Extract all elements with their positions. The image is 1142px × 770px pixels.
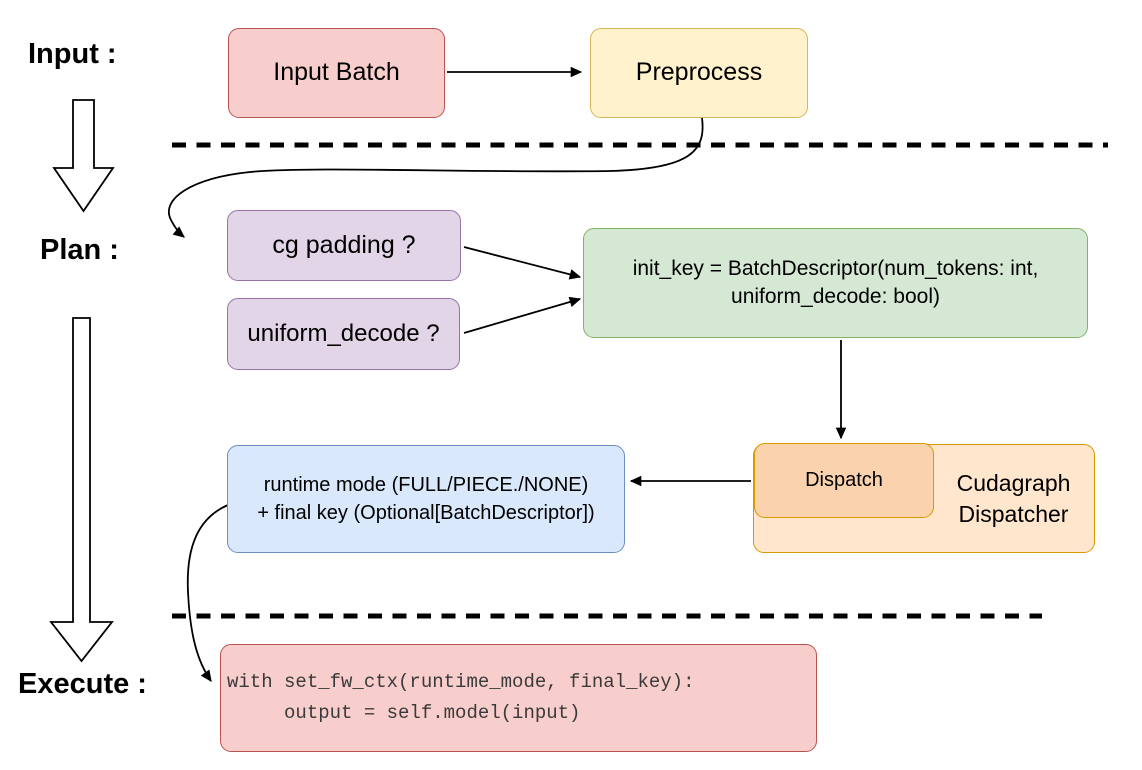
arrow-runtimemode-to-execute	[186, 502, 234, 682]
stage-label-plan: Plan :	[40, 234, 119, 266]
node-runtime-mode: runtime mode (FULL/PIECE./NONE) + final …	[227, 445, 625, 553]
node-preprocess-label: Preprocess	[635, 58, 763, 87]
execute-code-line1: with set_fw_ctx(runtime_mode, final_key)…	[227, 671, 695, 693]
stage-arrow-plan-to-execute-icon	[49, 317, 114, 663]
execute-code-line2: output = self.model(input)	[227, 702, 581, 724]
node-dispatch: Dispatch	[754, 443, 934, 518]
node-dispatch-label: Dispatch	[805, 469, 883, 491]
node-init-key-line1: init_key = BatchDescriptor(num_tokens: i…	[632, 257, 1039, 280]
node-cudagraph-dispatcher-label: Cudagraph Dispatcher	[956, 469, 1071, 527]
node-execute-code: with set_fw_ctx(runtime_mode, final_key)…	[220, 644, 817, 752]
node-cg-padding: cg padding ?	[227, 210, 461, 281]
node-preprocess: Preprocess	[590, 28, 808, 118]
node-init-key-line2: uniform_decode: bool)	[731, 285, 940, 308]
node-input-batch-label: Input Batch	[273, 58, 400, 87]
stage-arrow-input-to-plan-icon	[52, 99, 115, 213]
arrow-preprocess-to-cgpadding	[168, 117, 704, 238]
node-runtime-mode-line1: runtime mode (FULL/PIECE./NONE)	[263, 474, 589, 496]
node-input-batch: Input Batch	[228, 28, 445, 118]
node-uniform-decode: uniform_decode ?	[227, 298, 460, 370]
stage-label-input: Input :	[28, 38, 117, 70]
arrow-cgpadding-to-initkey	[463, 246, 582, 280]
node-uniform-decode-label: uniform_decode ?	[247, 320, 440, 347]
node-runtime-mode-line2: + final key (Optional[BatchDescriptor])	[257, 502, 595, 524]
stage-label-execute: Execute :	[18, 668, 147, 700]
arrow-uniformdecode-to-initkey	[463, 296, 582, 334]
node-cg-padding-label: cg padding ?	[272, 230, 416, 259]
node-init-key: init_key = BatchDescriptor(num_tokens: i…	[583, 228, 1088, 338]
